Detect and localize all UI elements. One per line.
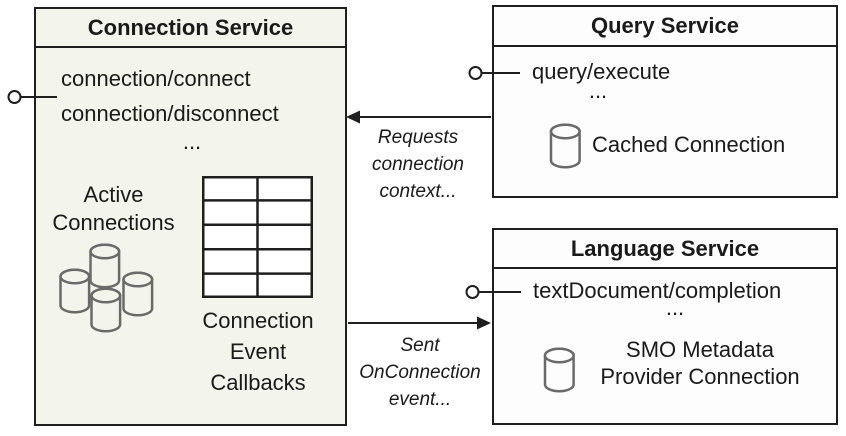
query-service-box: Query Service query/execute ... Cached C… [492, 5, 838, 198]
query-methods-ellipsis: ... [588, 78, 608, 103]
method-connection-connect: connection/connect [61, 66, 251, 91]
connection-event-callbacks-label: Connection Event Callbacks [202, 308, 314, 395]
connection-service-methods: connection/connect connection/disconnect… [61, 61, 323, 153]
database-icon [549, 123, 581, 169]
smo-metadata-provider-connection-label: SMO Metadata Provider Connection [600, 337, 800, 389]
cached-connection-label: Cached Connection [592, 132, 786, 157]
database-cluster-icon [59, 243, 154, 333]
language-methods-ellipsis: ... [665, 295, 685, 320]
query-service-title: Query Service [494, 7, 836, 47]
connection-service-title: Connection Service [36, 9, 345, 48]
database-icon [543, 347, 575, 393]
method-textdocument-completion: textDocument/completion [533, 278, 782, 303]
sent-onconnection-event-annotation: Sent OnConnection event... [359, 335, 481, 410]
active-connections-label: Active Connections [52, 182, 175, 235]
method-connection-disconnect: connection/disconnect [61, 101, 279, 126]
table-icon [202, 176, 313, 298]
language-service-box: Language Service textDocument/completion… [492, 228, 838, 425]
requests-connection-context-annotation: Requests connection context... [372, 127, 464, 202]
connection-service-box: Connection Service connection/connect co… [34, 7, 347, 426]
methods-ellipsis: ... [182, 129, 202, 154]
language-service-title: Language Service [494, 230, 836, 269]
method-query-execute: query/execute [532, 59, 671, 84]
sent-event-arrow [348, 316, 491, 330]
requests-arrow [346, 110, 491, 124]
